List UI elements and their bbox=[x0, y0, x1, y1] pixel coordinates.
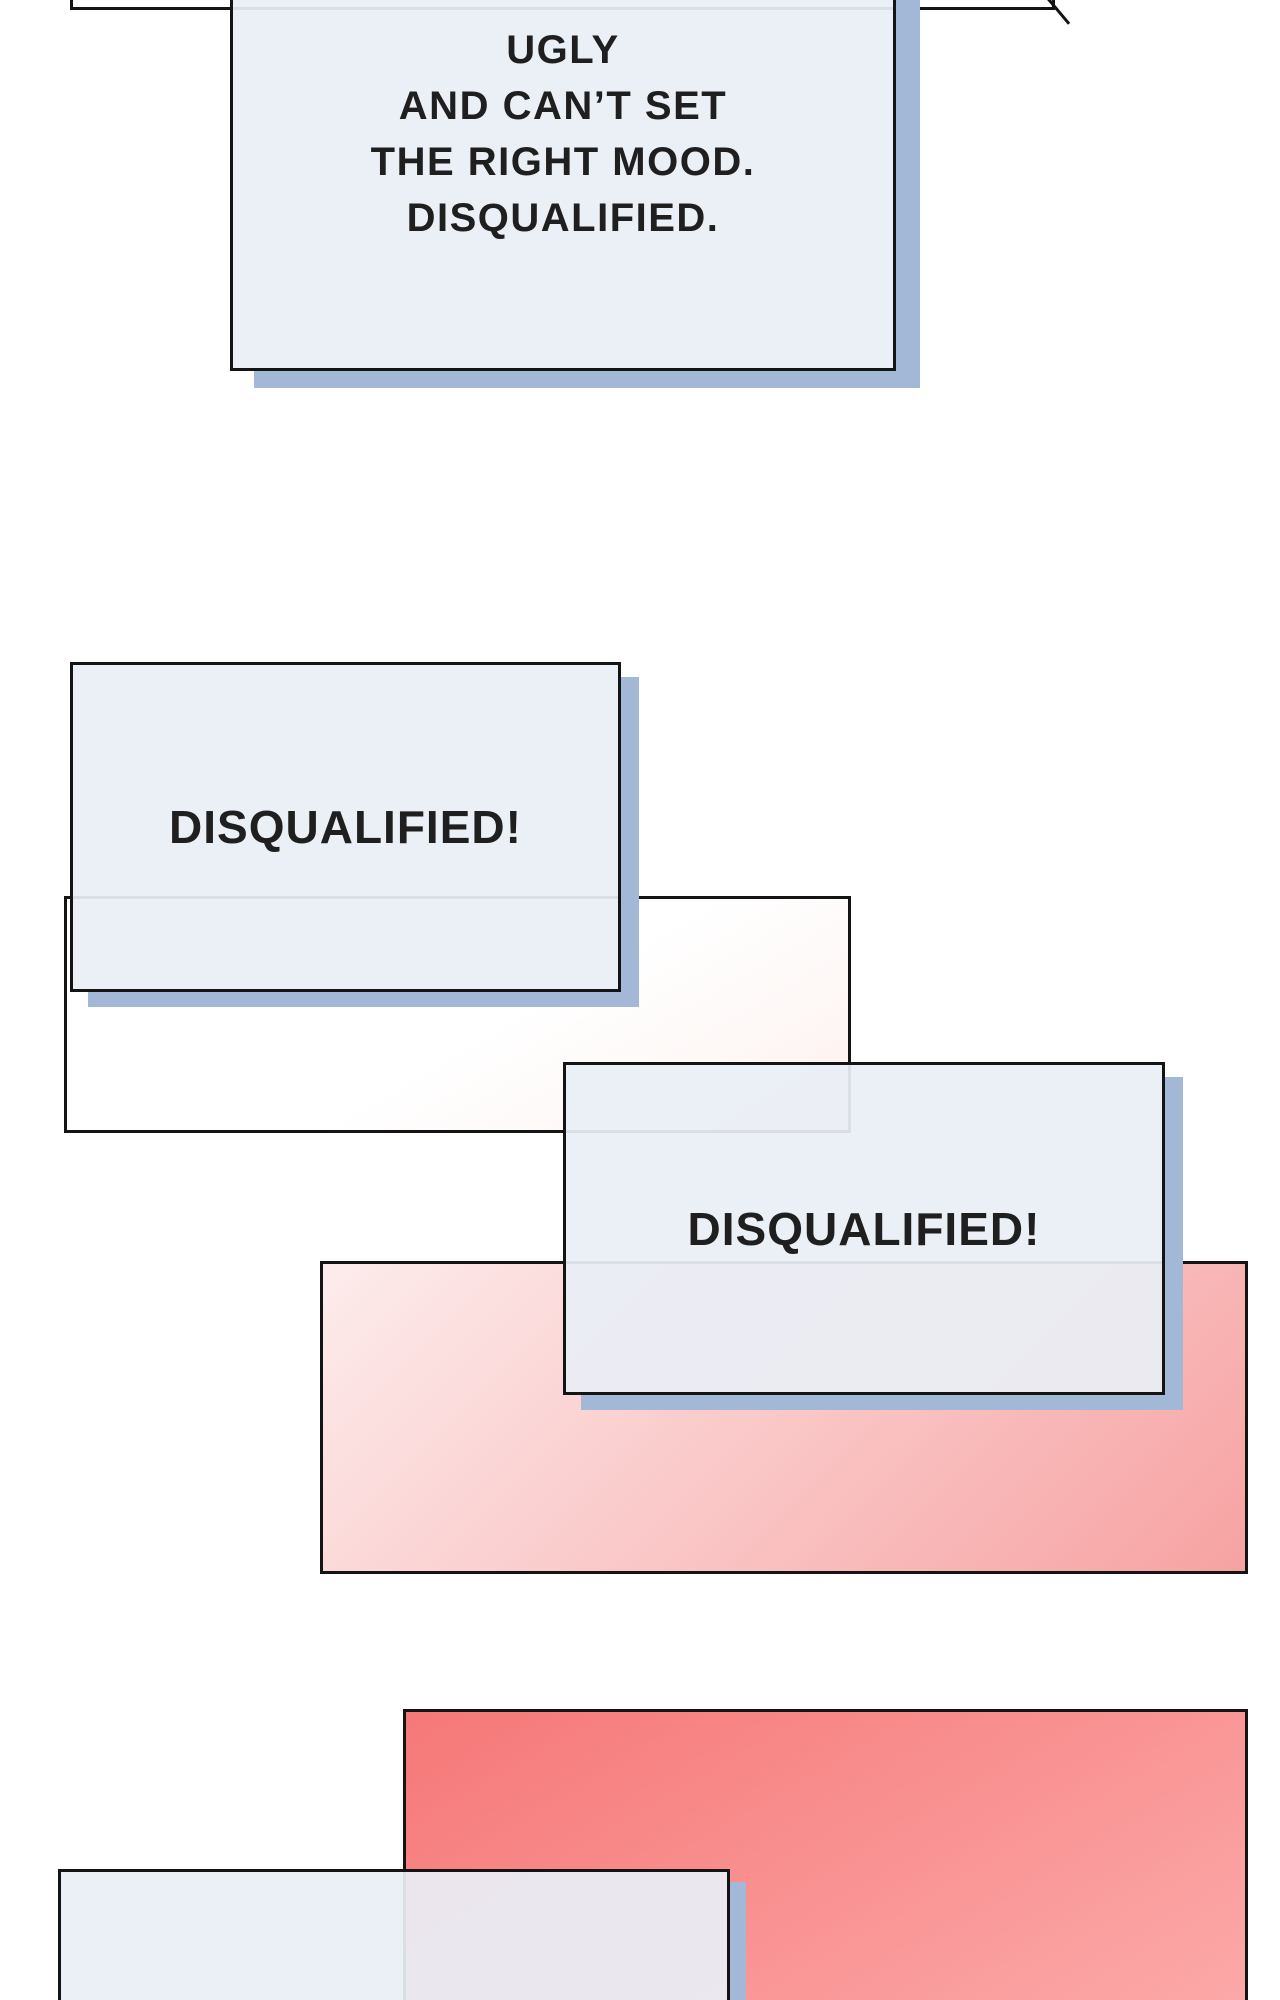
speech-box-top bbox=[230, 0, 896, 371]
speech-text: DISQUALIFIED! bbox=[169, 801, 522, 853]
speech-box-top-text: UGLY AND CAN’T SET THE RIGHT MOOD. DISQU… bbox=[230, 22, 896, 246]
speech-line: THE RIGHT MOOD. bbox=[370, 140, 756, 184]
speech-line: DISQUALIFIED. bbox=[406, 196, 720, 240]
speech-box-disqualified-2: DISQUALIFIED! bbox=[563, 1062, 1165, 1395]
speech-text: DISQUALIFIED! bbox=[687, 1202, 1041, 1255]
speech-line: AND CAN’T SET bbox=[398, 84, 728, 128]
speech-box-bottom bbox=[58, 1869, 730, 2000]
speech-line: UGLY bbox=[506, 28, 620, 72]
speech-box-disqualified-1: DISQUALIFIED! bbox=[70, 662, 621, 992]
